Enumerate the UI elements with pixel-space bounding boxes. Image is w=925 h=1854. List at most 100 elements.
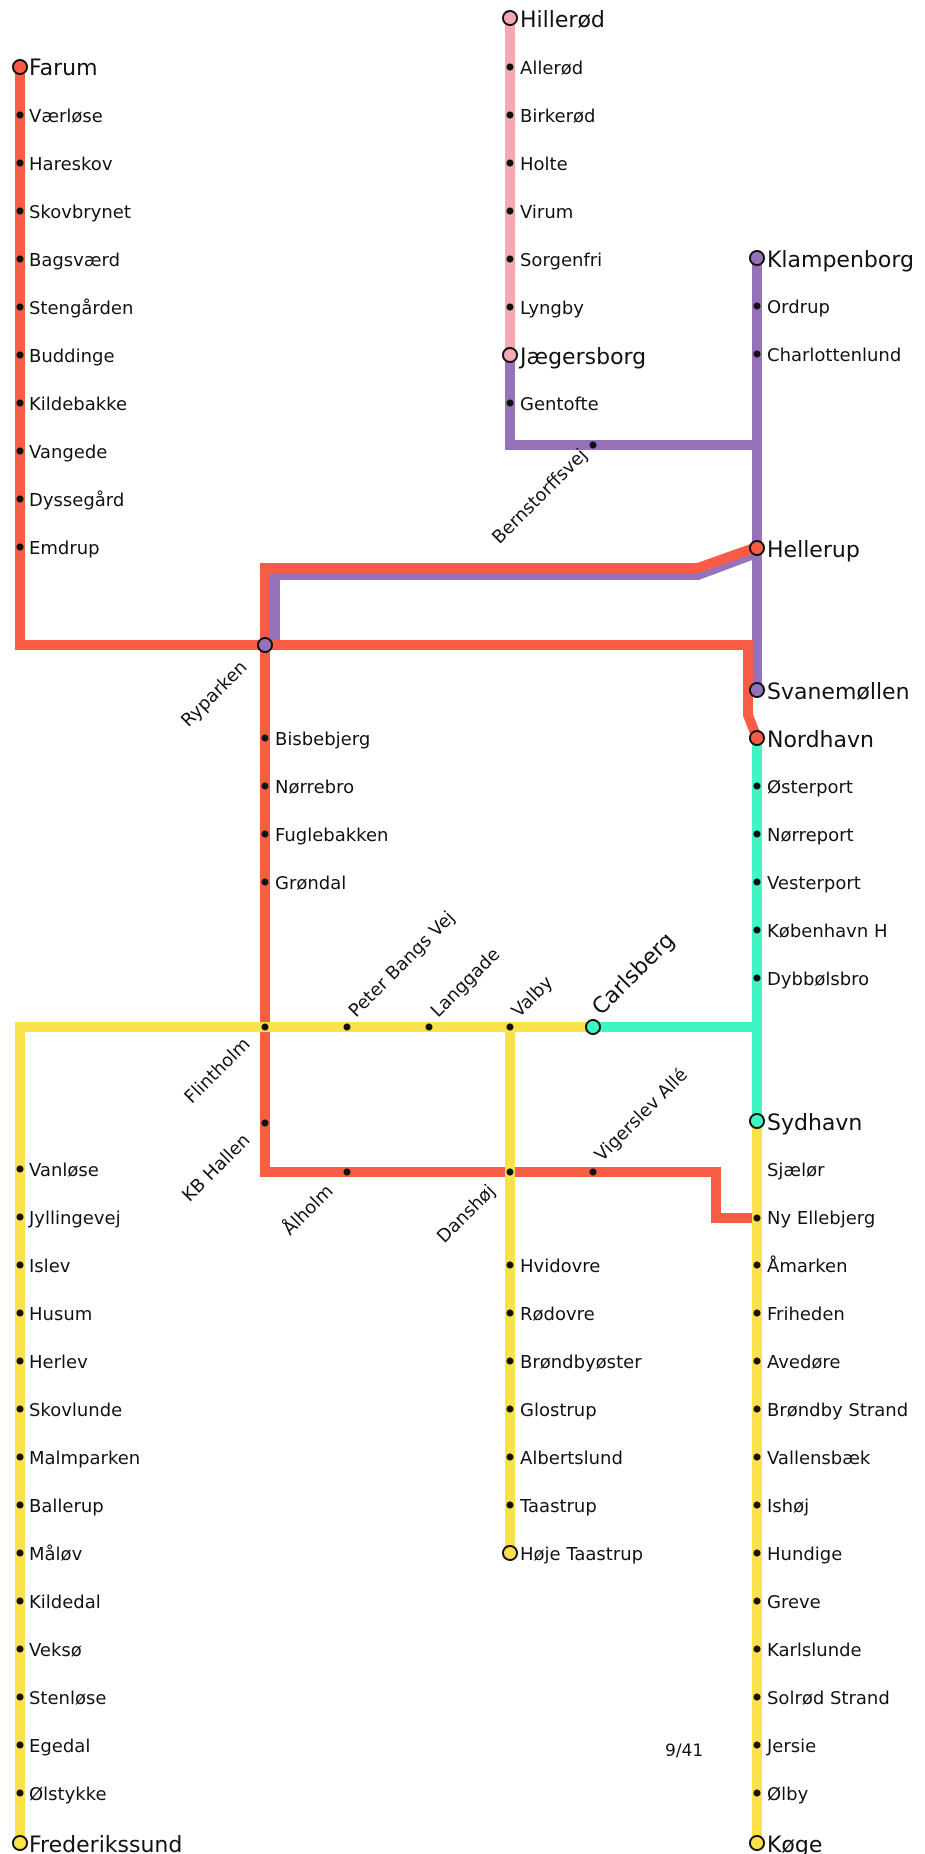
station-dot	[753, 1309, 761, 1317]
interchange-ring-hellerup	[749, 540, 765, 556]
station-dot	[261, 1023, 269, 1031]
station-label-svanemoellen: Svanemøllen	[767, 680, 910, 705]
station-label-dybboelsbro: Dybbølsbro	[767, 969, 869, 990]
station-dot	[589, 441, 597, 449]
station-dot	[16, 1405, 24, 1413]
station-dot	[753, 1693, 761, 1701]
station-label-skovlunde: Skovlunde	[29, 1400, 122, 1421]
station-label-lyngby: Lyngby	[520, 298, 584, 319]
station-dot	[16, 1213, 24, 1221]
station-label-hundige: Hundige	[767, 1544, 842, 1565]
station-dot	[16, 1357, 24, 1365]
station-dot	[753, 302, 761, 310]
station-dot	[261, 782, 269, 790]
interchange-ring-ryparken	[257, 637, 273, 653]
station-dot	[16, 111, 24, 119]
station-label-albertslund: Albertslund	[520, 1448, 623, 1469]
station-dot	[753, 830, 761, 838]
station-dot	[425, 1023, 433, 1031]
station-dots	[16, 63, 761, 1797]
station-label-carlsberg: Carlsberg	[588, 928, 680, 1020]
station-dot	[753, 1261, 761, 1269]
station-label-islev: Islev	[29, 1256, 71, 1277]
station-label-stenloese: Stenløse	[29, 1688, 106, 1709]
station-label-klampenborg: Klampenborg	[767, 248, 914, 273]
station-dot	[506, 1168, 514, 1176]
station-dot	[16, 159, 24, 167]
station-label-noerreport: Nørreport	[767, 825, 854, 846]
station-label-sydhavn: Sydhavn	[767, 1111, 862, 1136]
station-label-birkeroed: Birkerød	[520, 106, 595, 127]
terminal-ring-frederikssund	[12, 1835, 28, 1851]
station-label-skovbrynet: Skovbrynet	[29, 202, 131, 223]
station-label-hoeje-taastrup: Høje Taastrup	[520, 1544, 643, 1565]
station-dot	[16, 1501, 24, 1509]
station-dot	[753, 974, 761, 982]
station-dot	[16, 399, 24, 407]
station-label-roedovre: Rødovre	[520, 1304, 595, 1325]
interchange-rings	[12, 10, 765, 1851]
station-dot	[753, 1214, 761, 1222]
station-dot	[16, 495, 24, 503]
station-dot	[16, 543, 24, 551]
interchange-ring-jaegersborg	[502, 347, 518, 363]
station-dot	[506, 1405, 514, 1413]
station-label-sjaeloer: Sjælør	[767, 1160, 825, 1181]
station-dot	[261, 830, 269, 838]
station-dot	[506, 207, 514, 215]
station-dot	[506, 1261, 514, 1269]
station-dot	[16, 1693, 24, 1701]
line-red-ring-north	[260, 542, 759, 1223]
station-dot	[506, 1453, 514, 1461]
station-label-aamarken: Åmarken	[767, 1255, 848, 1277]
terminal-ring-koege	[749, 1835, 765, 1851]
station-label-herlev: Herlev	[29, 1352, 88, 1373]
station-label-broendbyoester: Brøndbyøster	[520, 1352, 642, 1373]
station-label-frederikssund: Frederikssund	[29, 1833, 182, 1854]
station-dot	[261, 878, 269, 886]
station-dot	[506, 255, 514, 263]
station-label-kildedal: Kildedal	[29, 1592, 101, 1613]
station-dot	[753, 1597, 761, 1605]
line-purple-ring	[270, 548, 759, 645]
station-label-virum: Virum	[520, 202, 573, 223]
station-label-hilleroed: Hillerød	[520, 8, 605, 33]
station-label-sorgenfri: Sorgenfri	[520, 250, 602, 271]
station-label-danshoej: Danshøj	[433, 1181, 500, 1248]
station-dot	[506, 1309, 514, 1317]
station-label-ballerup: Ballerup	[29, 1496, 104, 1517]
station-label-jersie: Jersie	[766, 1736, 816, 1757]
station-label-charlottenlund: Charlottenlund	[767, 345, 901, 366]
station-label-vallensbaek: Vallensbæk	[767, 1448, 871, 1469]
station-dot	[753, 878, 761, 886]
station-label-bisbebjerg: Bisbebjerg	[275, 729, 370, 750]
station-label-vesterport: Vesterport	[767, 873, 861, 894]
station-dot	[506, 1357, 514, 1365]
station-dot	[16, 1261, 24, 1269]
station-dot	[589, 1168, 597, 1176]
station-label-ordrup: Ordrup	[767, 297, 830, 318]
station-dot	[753, 1741, 761, 1749]
page-number: 9/41	[665, 1741, 703, 1761]
station-dot	[261, 734, 269, 742]
line-purple-north	[505, 355, 757, 450]
station-dot	[753, 1453, 761, 1461]
terminal-ring-farum	[12, 59, 28, 75]
line-yellow-frederikssund	[15, 1022, 265, 1843]
station-dot	[753, 1405, 761, 1413]
station-label-aalholm: Ålholm	[278, 1180, 338, 1240]
station-label-greve: Greve	[767, 1592, 821, 1613]
station-dot	[16, 1165, 24, 1173]
station-label-oelstykke: Ølstykke	[29, 1784, 107, 1805]
station-label-koege: Køge	[767, 1833, 822, 1854]
station-label-maaloev: Måløv	[29, 1544, 83, 1565]
station-label-vaerloese: Værløse	[29, 106, 103, 127]
station-dot	[753, 926, 761, 934]
station-dot	[16, 1789, 24, 1797]
station-label-taastrup: Taastrup	[519, 1496, 597, 1517]
station-label-vanloese: Vanløse	[29, 1160, 99, 1181]
station-dot	[753, 782, 761, 790]
station-label-gentofte: Gentofte	[520, 394, 599, 415]
station-label-langgade: Langgade	[427, 944, 505, 1022]
station-dot	[16, 351, 24, 359]
